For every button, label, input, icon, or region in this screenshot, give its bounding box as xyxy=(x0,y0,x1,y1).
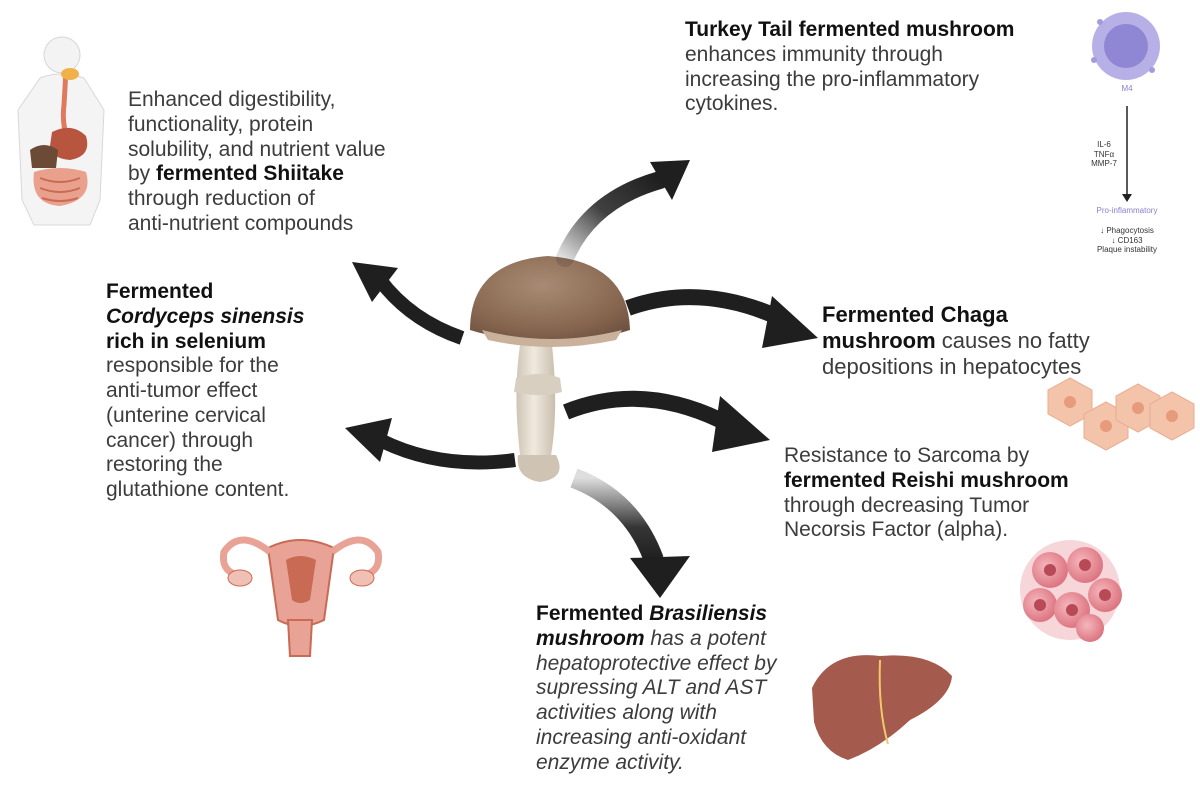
mushroom-illustration xyxy=(470,256,630,482)
text-span: mushroom xyxy=(536,626,645,650)
shiitake-description: Enhanced digestibility, functionality, p… xyxy=(128,88,386,237)
text-line: responsible for the xyxy=(106,354,279,378)
cordyceps-name: Cordyceps sinensis xyxy=(106,304,305,328)
text-line: hepatoprotective effect by xyxy=(536,651,777,675)
text-span: rich in selenium xyxy=(106,329,266,353)
text-line: enzyme activity. xyxy=(536,750,684,774)
effect-item: ↓ Phagocytosis xyxy=(1100,226,1154,235)
text-span: has a potent xyxy=(644,626,766,650)
text-line: supressing ALT and AST xyxy=(536,676,767,700)
text-line: Enhanced digestibility, xyxy=(128,88,336,111)
text-line: enhances immunity through xyxy=(685,42,943,66)
text-line: glutathione content. xyxy=(106,478,290,502)
cordyceps-description: Fermented Cordyceps sinensis rich in sel… xyxy=(106,280,304,503)
brasiliensis-description: Fermented Brasiliensis mushroom has a po… xyxy=(536,602,777,775)
hepatocytes-icon xyxy=(1047,377,1195,451)
text-line: cancer) through xyxy=(106,428,254,452)
turkey-tail-label: Turkey Tail fermented mushroom xyxy=(685,18,1015,41)
cytokine-list: IL-6 TNFα MMP-7 xyxy=(1084,140,1124,169)
text-line: by fermented Shiitake xyxy=(128,162,386,187)
text-span: Fermented xyxy=(106,280,214,303)
human-digestive-icon xyxy=(17,36,105,226)
text-line: anti-nutrient compounds xyxy=(128,211,354,235)
text-line: through reduction of xyxy=(128,187,315,211)
text-line: Necorsis Factor (alpha). xyxy=(784,518,1009,542)
text-line: depositions in hepatocytes xyxy=(822,353,1082,379)
cytokine-item: TNFα xyxy=(1093,149,1115,159)
chaga-description: Fermented Chaga mushroom causes no fatty… xyxy=(822,302,1090,380)
arrow-to-turkey-tail xyxy=(556,160,690,267)
fermented-shiitake-label: fermented Shiitake xyxy=(156,162,344,186)
cytokine-item: MMP-7 xyxy=(1091,159,1117,169)
text-line: (unterine cervical xyxy=(106,403,266,427)
text-span: Fermented xyxy=(536,602,650,625)
uterus-icon xyxy=(219,536,383,657)
text-span: causes no fatty xyxy=(935,327,1090,353)
tumor-cells-icon xyxy=(1020,540,1122,642)
reishi-description: Resistance to Sarcoma by fermented Reish… xyxy=(784,444,1069,543)
cell-label: M4 xyxy=(1121,84,1133,93)
text-line: increasing anti-oxidant xyxy=(536,725,747,749)
text-line: through decreasing Tumor xyxy=(784,493,1030,517)
arrow-to-reishi xyxy=(562,390,770,452)
text-line: anti-tumor effect xyxy=(106,379,258,403)
chaga-label: Fermented Chaga xyxy=(822,302,1008,327)
liver-icon xyxy=(812,655,952,760)
text-line: increasing the pro-inflammatory xyxy=(685,67,980,91)
text-span: mushroom xyxy=(822,327,936,353)
text-span: by xyxy=(128,162,157,186)
effect-item: ↓ CD163 xyxy=(1111,235,1143,245)
arrow-to-chaga xyxy=(625,289,818,348)
arrow-to-cordyceps xyxy=(345,418,516,470)
text-line: Resistance to Sarcoma by xyxy=(784,444,1030,467)
text-line: restoring the xyxy=(106,453,223,477)
cytokine-item: IL-6 xyxy=(1097,140,1111,149)
cytokine-arrow-head xyxy=(1122,194,1132,202)
effect-item: Plaque instability xyxy=(1096,245,1158,255)
text-line: activities along with xyxy=(536,701,717,725)
turkey-tail-description: Turkey Tail fermented mushroom enhances … xyxy=(685,18,1014,117)
text-line: functionality, protein xyxy=(128,112,314,136)
effects-list: ↓ Phagocytosis ↓ CD163 Plaque instabilit… xyxy=(1072,226,1182,255)
brasiliensis-name: Brasiliensis xyxy=(649,602,768,625)
arrow-to-brasiliensis xyxy=(570,468,690,598)
macrophage-cell-icon xyxy=(1091,12,1160,80)
arrow-to-shiitake xyxy=(352,262,465,345)
text-line: cytokines. xyxy=(685,92,779,116)
pro-inflammatory-label: Pro-inflammatory xyxy=(1096,206,1158,215)
text-line: solubility, and nutrient value xyxy=(128,137,386,161)
reishi-label: fermented Reishi mushroom xyxy=(784,468,1069,492)
